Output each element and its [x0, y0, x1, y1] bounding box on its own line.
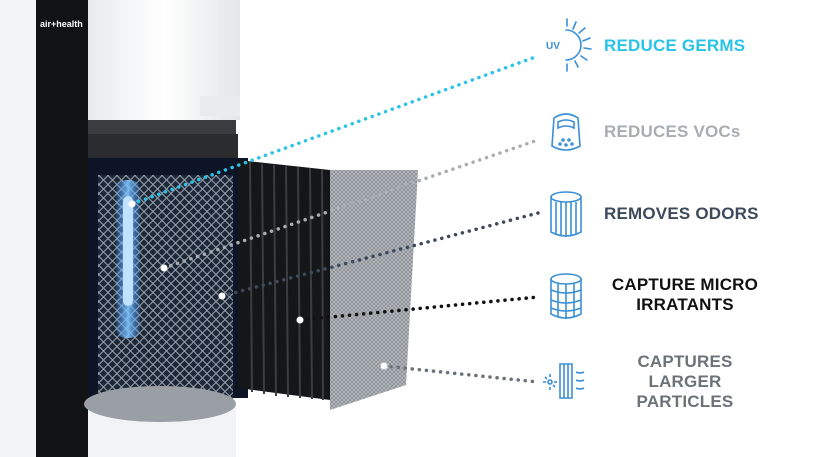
marker-dot: [380, 362, 388, 370]
front-black-panel: [36, 0, 88, 457]
feature-label-reduce-germs: REDUCE GERMS: [604, 36, 746, 55]
housing-left-edge: [0, 0, 36, 457]
feature-label-reduces-vocs: REDUCES VOCs: [604, 122, 741, 141]
voc-filter-icon: [551, 113, 581, 151]
feature-label-captures-larger-particles: CAPTURES LARGER PARTICLES: [610, 352, 760, 412]
connector-odors: [220, 211, 540, 298]
label-line: LARGER: [648, 372, 722, 391]
connector-particles: [382, 364, 540, 384]
uv-sun-icon: UV: [546, 18, 592, 72]
connector-vocs: [162, 138, 540, 270]
feature-label-removes-odors: REMOVES ODORS: [604, 204, 759, 223]
connector-micro: [298, 295, 540, 322]
label-line: PARTICLES: [636, 392, 734, 411]
label-line: CAPTURE MICRO: [611, 275, 759, 294]
marker-dot: [128, 200, 136, 208]
label-line: CAPTURES: [637, 352, 733, 371]
connector-germs: [130, 54, 540, 206]
marker-dot: [296, 316, 304, 324]
brand-logo: air+health: [40, 19, 83, 29]
hepa-cylinder-icon: [550, 273, 582, 319]
feature-label-capture-micro-irratants: CAPTURE MICRO IRRATANTS: [600, 275, 770, 315]
svg-text:UV: UV: [546, 41, 560, 52]
label-line: IRRATANTS: [636, 295, 734, 314]
prefilter-mesh-sheet: [330, 170, 418, 410]
carbon-cylinder-icon: [550, 191, 582, 237]
filter-cap: [88, 134, 238, 158]
prefilter-mesh-icon: [543, 363, 585, 399]
marker-dot: [160, 264, 168, 272]
marker-dot: [218, 292, 226, 300]
